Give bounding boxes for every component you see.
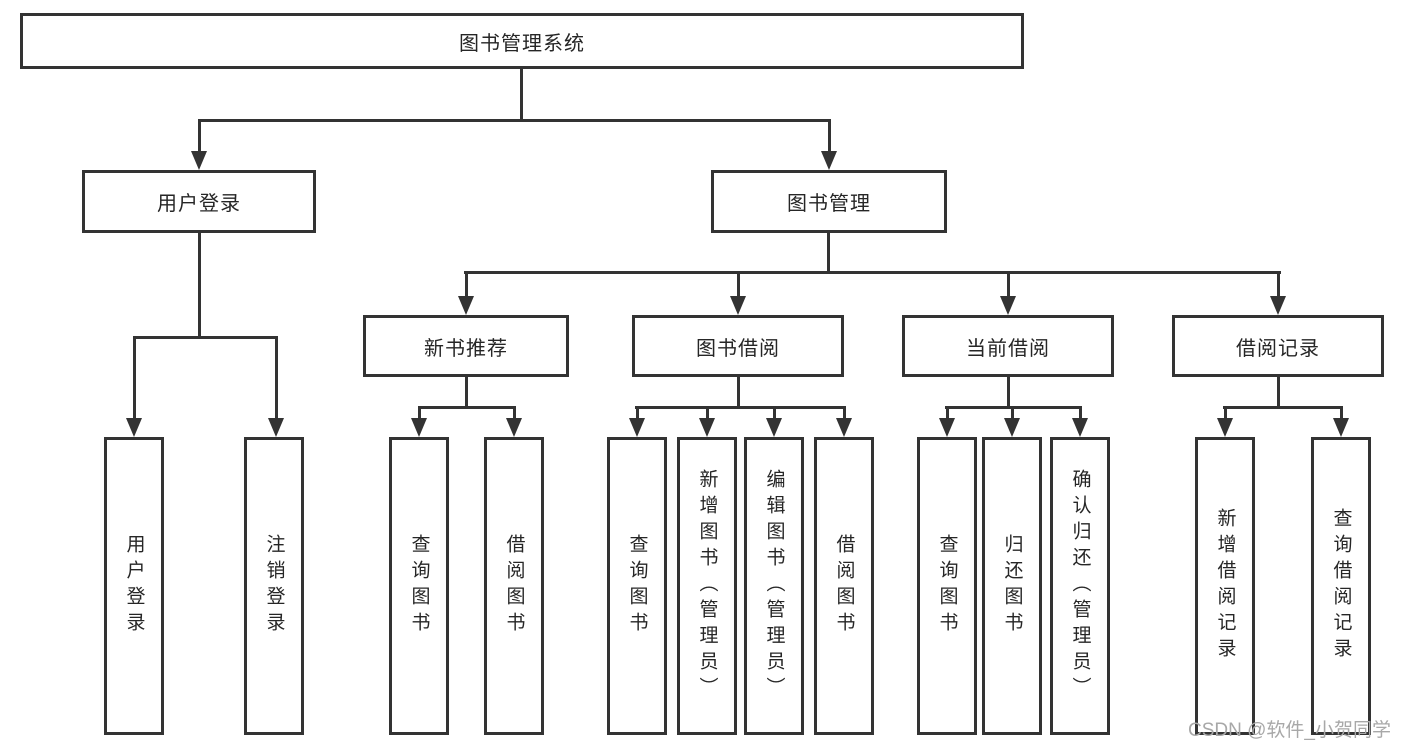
node-book-management: 图书管理 — [711, 170, 947, 233]
connector-line — [737, 271, 740, 300]
arrowhead-down-icon — [1333, 418, 1349, 437]
node-label: 借阅记录 — [1236, 337, 1320, 360]
arrowhead-down-icon — [821, 151, 837, 170]
node-label: 图书借阅 — [696, 337, 780, 360]
watermark: CSDN @软件_小贺同学 — [1188, 720, 1391, 741]
connector-line — [706, 406, 709, 420]
arrowhead-down-icon — [506, 418, 522, 437]
connector-line — [1007, 377, 1010, 409]
leaf-label: 归还图书 — [1001, 534, 1023, 638]
node-label: 当前借阅 — [966, 337, 1050, 360]
node-new-book-recommend: 新书推荐 — [363, 315, 569, 377]
node-library-management-system: 图书管理系统 — [20, 13, 1024, 69]
leaf-user-login: 用户登录 — [104, 437, 164, 735]
leaf-add-book-admin: 新增图书（管理员） — [677, 437, 737, 735]
connector-line — [198, 233, 201, 339]
leaf-confirm-return-admin: 确认归还（管理员） — [1050, 437, 1110, 735]
connector-line — [1223, 406, 1343, 409]
connector-line — [418, 406, 421, 420]
leaf-borrow-books: 借阅图书 — [814, 437, 874, 735]
leaf-label: 编辑图书（管理员） — [763, 469, 785, 703]
connector-line — [133, 336, 136, 420]
connector-line — [520, 69, 523, 121]
leaf-label: 确认归还（管理员） — [1069, 469, 1091, 703]
connector-line — [465, 377, 468, 409]
arrowhead-down-icon — [836, 418, 852, 437]
connector-line — [1340, 406, 1343, 420]
connector-line — [773, 406, 776, 420]
arrowhead-down-icon — [458, 296, 474, 315]
leaf-label: 新增借阅记录 — [1214, 508, 1236, 664]
connector-line — [464, 271, 1281, 274]
leaf-return-book: 归还图书 — [982, 437, 1042, 735]
arrowhead-down-icon — [766, 418, 782, 437]
connector-line — [843, 406, 846, 420]
connector-line — [198, 119, 831, 122]
leaf-logout: 注销登录 — [244, 437, 304, 735]
connector-line — [636, 406, 639, 420]
leaf-label: 借阅图书 — [833, 534, 855, 638]
leaf-query-borrow-record: 查询借阅记录 — [1311, 437, 1371, 735]
leaf-label: 注销登录 — [263, 534, 285, 638]
connector-line — [1007, 271, 1010, 300]
connector-line — [1079, 406, 1082, 420]
node-user-login: 用户登录 — [82, 170, 316, 233]
node-label: 用户登录 — [157, 193, 241, 215]
connector-line — [1277, 271, 1280, 300]
connector-line — [465, 271, 468, 300]
arrowhead-down-icon — [629, 418, 645, 437]
arrowhead-down-icon — [411, 418, 427, 437]
arrowhead-down-icon — [126, 418, 142, 437]
leaf-label: 借阅图书 — [503, 534, 525, 638]
leaf-label: 查询图书 — [936, 534, 958, 638]
arrowhead-down-icon — [1072, 418, 1088, 437]
leaf-label: 查询图书 — [408, 534, 430, 638]
connector-line — [946, 406, 949, 420]
leaf-edit-book-admin: 编辑图书（管理员） — [744, 437, 804, 735]
leaf-label: 查询借阅记录 — [1330, 508, 1352, 664]
connector-line — [828, 119, 831, 153]
node-book-borrowing: 图书借阅 — [632, 315, 844, 377]
node-label: 新书推荐 — [424, 337, 508, 360]
arrowhead-down-icon — [268, 418, 284, 437]
arrowhead-down-icon — [1270, 296, 1286, 315]
arrowhead-down-icon — [1004, 418, 1020, 437]
connector-line — [418, 406, 516, 409]
node-borrowing-records: 借阅记录 — [1172, 315, 1384, 377]
connector-line — [635, 406, 845, 409]
leaf-query-books-recommend: 查询图书 — [389, 437, 449, 735]
leaf-label: 用户登录 — [123, 534, 145, 638]
connector-line — [275, 336, 278, 420]
node-label: 图书管理 — [787, 193, 871, 215]
arrowhead-down-icon — [1000, 296, 1016, 315]
arrowhead-down-icon — [699, 418, 715, 437]
connector-line — [1277, 377, 1280, 409]
node-current-borrowing: 当前借阅 — [902, 315, 1114, 377]
arrowhead-down-icon — [939, 418, 955, 437]
leaf-add-borrow-record: 新增借阅记录 — [1195, 437, 1255, 735]
leaf-query-books-current: 查询图书 — [917, 437, 977, 735]
connector-line — [513, 406, 516, 420]
node-label: 图书管理系统 — [459, 32, 585, 55]
connector-line — [198, 119, 201, 153]
leaf-label: 新增图书（管理员） — [696, 469, 718, 703]
leaf-borrow-books-recommend: 借阅图书 — [484, 437, 544, 735]
connector-line — [737, 377, 740, 409]
connector-line — [827, 233, 830, 274]
arrowhead-down-icon — [730, 296, 746, 315]
arrowhead-down-icon — [1217, 418, 1233, 437]
connector-line — [1011, 406, 1014, 420]
arrowhead-down-icon — [191, 151, 207, 170]
leaf-label: 查询图书 — [626, 534, 648, 638]
connector-line — [133, 336, 278, 339]
leaf-query-books-borrow: 查询图书 — [607, 437, 667, 735]
connector-line — [1224, 406, 1227, 420]
